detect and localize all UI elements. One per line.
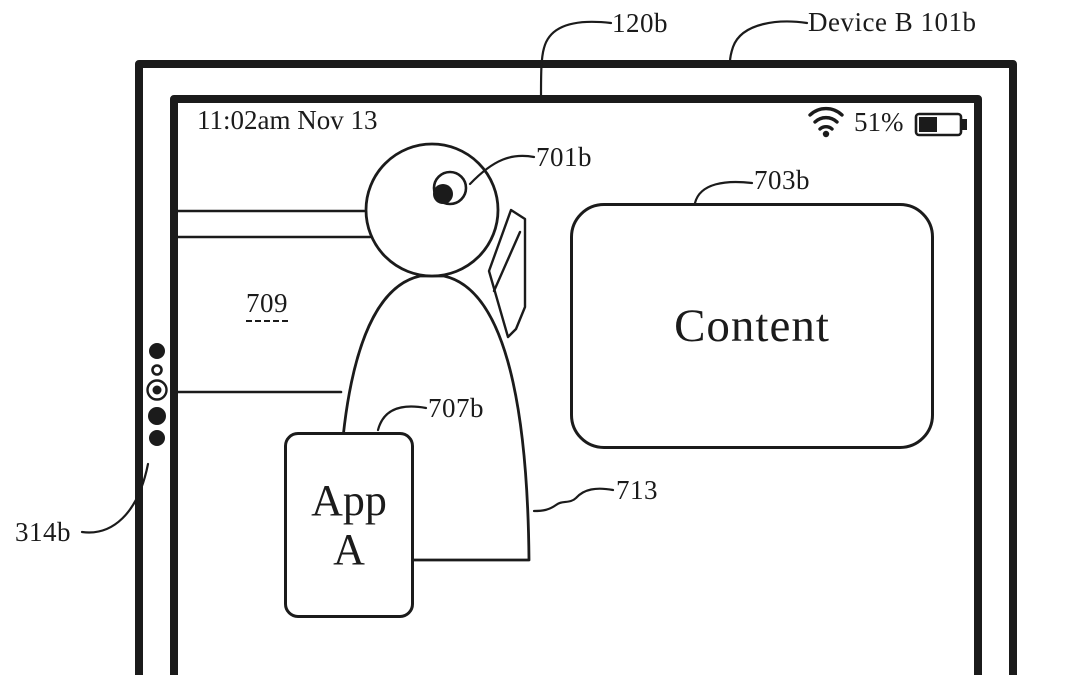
leader-314b [80,462,150,534]
leader-lines [80,20,809,534]
ref-label-device-b-101b: Device B 101b [808,7,977,37]
leader-120b [539,20,613,100]
ref-label-314b: 314b [15,517,71,547]
side-sensors [146,343,168,446]
display-frame [170,95,982,675]
leader-713 [532,487,615,513]
content-box-label: Content [674,300,830,352]
leader-707b [376,405,428,432]
ref-label-707b: 707b [428,393,484,423]
battery-percent: 51% [854,107,904,137]
leader-device [728,20,809,64]
app-a-label-line2: A [333,525,365,574]
person-head [364,142,500,278]
ref-label-701b: 701b [536,142,592,172]
app-a-label-line1: App [311,475,387,525]
status-time: 11:02am Nov 13 [197,105,378,135]
wifi-icon [808,106,844,138]
ref-label-709: 709 [246,289,288,323]
sofa-lines [176,209,372,394]
ref-label-120b: 120b [612,8,668,38]
device-frame [135,60,1017,675]
battery-icon [914,112,967,137]
app-a-box: App A [284,432,414,618]
leader-703b [693,180,754,205]
leader-701b [468,154,536,186]
content-box: Content [570,203,934,449]
ref-label-703b: 703b [754,165,810,195]
handheld-device-shape [487,208,527,339]
eye-pupil [433,184,453,204]
ref-label-713: 713 [616,475,658,505]
